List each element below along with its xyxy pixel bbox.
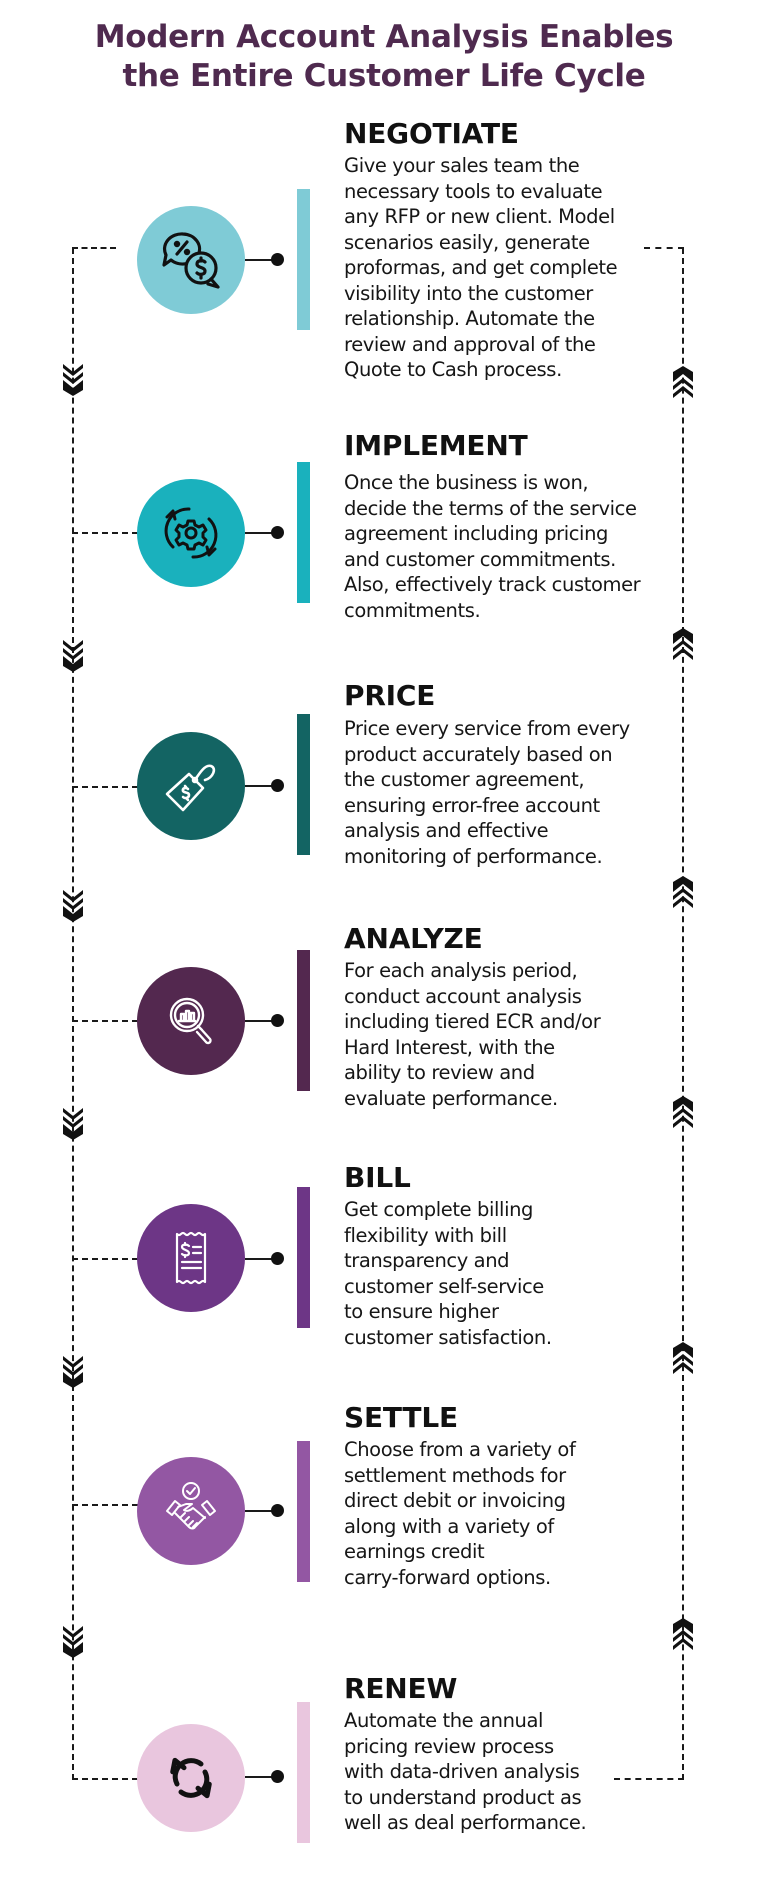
stage-heading: SETTLE [344, 1401, 458, 1434]
chat-bubbles-dollar-percent-icon [162, 232, 220, 289]
stage-circle [137, 479, 245, 587]
stage-circle [137, 206, 245, 314]
stage-circle [137, 1724, 245, 1832]
stage-heading: BILL [344, 1161, 411, 1194]
down-arrow-icon [63, 1108, 83, 1140]
connector-line [245, 1258, 275, 1260]
magnifier-chart-icon [169, 997, 212, 1045]
connector-line [245, 259, 275, 261]
link-analyze [72, 1020, 138, 1022]
accent-bar [297, 1187, 310, 1328]
accent-bar [297, 1702, 310, 1843]
stage-circle [137, 1204, 245, 1312]
accent-bar [297, 1441, 310, 1582]
title-line-2: the Entire Customer Life Cycle [122, 58, 646, 94]
up-arrow-icon [673, 1618, 693, 1650]
stage-circle [137, 732, 245, 840]
down-arrow-icon [63, 1356, 83, 1388]
connector-line [245, 1510, 275, 1512]
connector-line [245, 532, 275, 534]
connector-line [245, 1776, 275, 1778]
bottom-right-link [614, 1778, 684, 1780]
connector-dot [271, 1504, 284, 1517]
handshake-check-icon [166, 1482, 216, 1530]
stage-description: Give your sales team the necessary tools… [344, 154, 618, 381]
connector-dot [271, 1770, 284, 1783]
stage-description: Automate the annual pricing review proce… [344, 1709, 587, 1834]
right-flow-line [682, 248, 684, 1780]
left-flow-line [72, 248, 74, 1780]
down-arrow-icon [63, 640, 83, 672]
bottom-left-link [72, 1778, 138, 1780]
stage-circle [137, 967, 245, 1075]
refresh-cycle-icon [170, 1757, 212, 1799]
link-bill [72, 1258, 138, 1260]
accent-bar [297, 950, 310, 1091]
connector-dot [271, 526, 284, 539]
accent-bar [297, 189, 310, 330]
link-implement [72, 532, 138, 534]
stage-heading: PRICE [344, 679, 436, 712]
stage-description: Choose from a variety of settlement meth… [344, 1438, 576, 1589]
up-arrow-icon [673, 1342, 693, 1374]
connector-dot [271, 1252, 284, 1265]
up-arrow-icon [673, 876, 693, 908]
connector-dot [271, 1014, 284, 1027]
link-price [72, 786, 138, 788]
connector-line [245, 1020, 275, 1022]
top-right-link [644, 247, 684, 249]
receipt-dollar-icon [175, 1231, 207, 1285]
stage-heading: IMPLEMENT [344, 429, 528, 462]
connector-dot [271, 779, 284, 792]
title-line-1: Modern Account Analysis Enables [94, 19, 674, 55]
top-left-link [72, 247, 116, 249]
connector-line [245, 785, 275, 787]
stage-description: Price every service from every product a… [344, 717, 630, 868]
gear-cycle-icon [164, 507, 218, 559]
down-arrow-icon [63, 1626, 83, 1658]
up-arrow-icon [673, 1096, 693, 1128]
connector-dot [271, 253, 284, 266]
stage-heading: RENEW [344, 1672, 458, 1705]
accent-bar [297, 462, 310, 603]
link-settle [72, 1504, 138, 1506]
stage-heading: ANALYZE [344, 922, 483, 955]
stage-description: For each analysis period, conduct accoun… [344, 959, 601, 1110]
accent-bar [297, 714, 310, 855]
stage-circle [137, 1457, 245, 1565]
page-title: Modern Account Analysis Enables the Enti… [0, 18, 768, 96]
up-arrow-icon [673, 366, 693, 398]
stage-description: Once the business is won, decide the ter… [344, 471, 641, 622]
price-tag-dollar-icon [165, 764, 216, 812]
down-arrow-icon [63, 890, 83, 922]
stage-heading: NEGOTIATE [344, 117, 519, 150]
stage-description: Get complete billing flexibility with bi… [344, 1198, 552, 1349]
up-arrow-icon [673, 628, 693, 660]
down-arrow-icon [63, 364, 83, 396]
